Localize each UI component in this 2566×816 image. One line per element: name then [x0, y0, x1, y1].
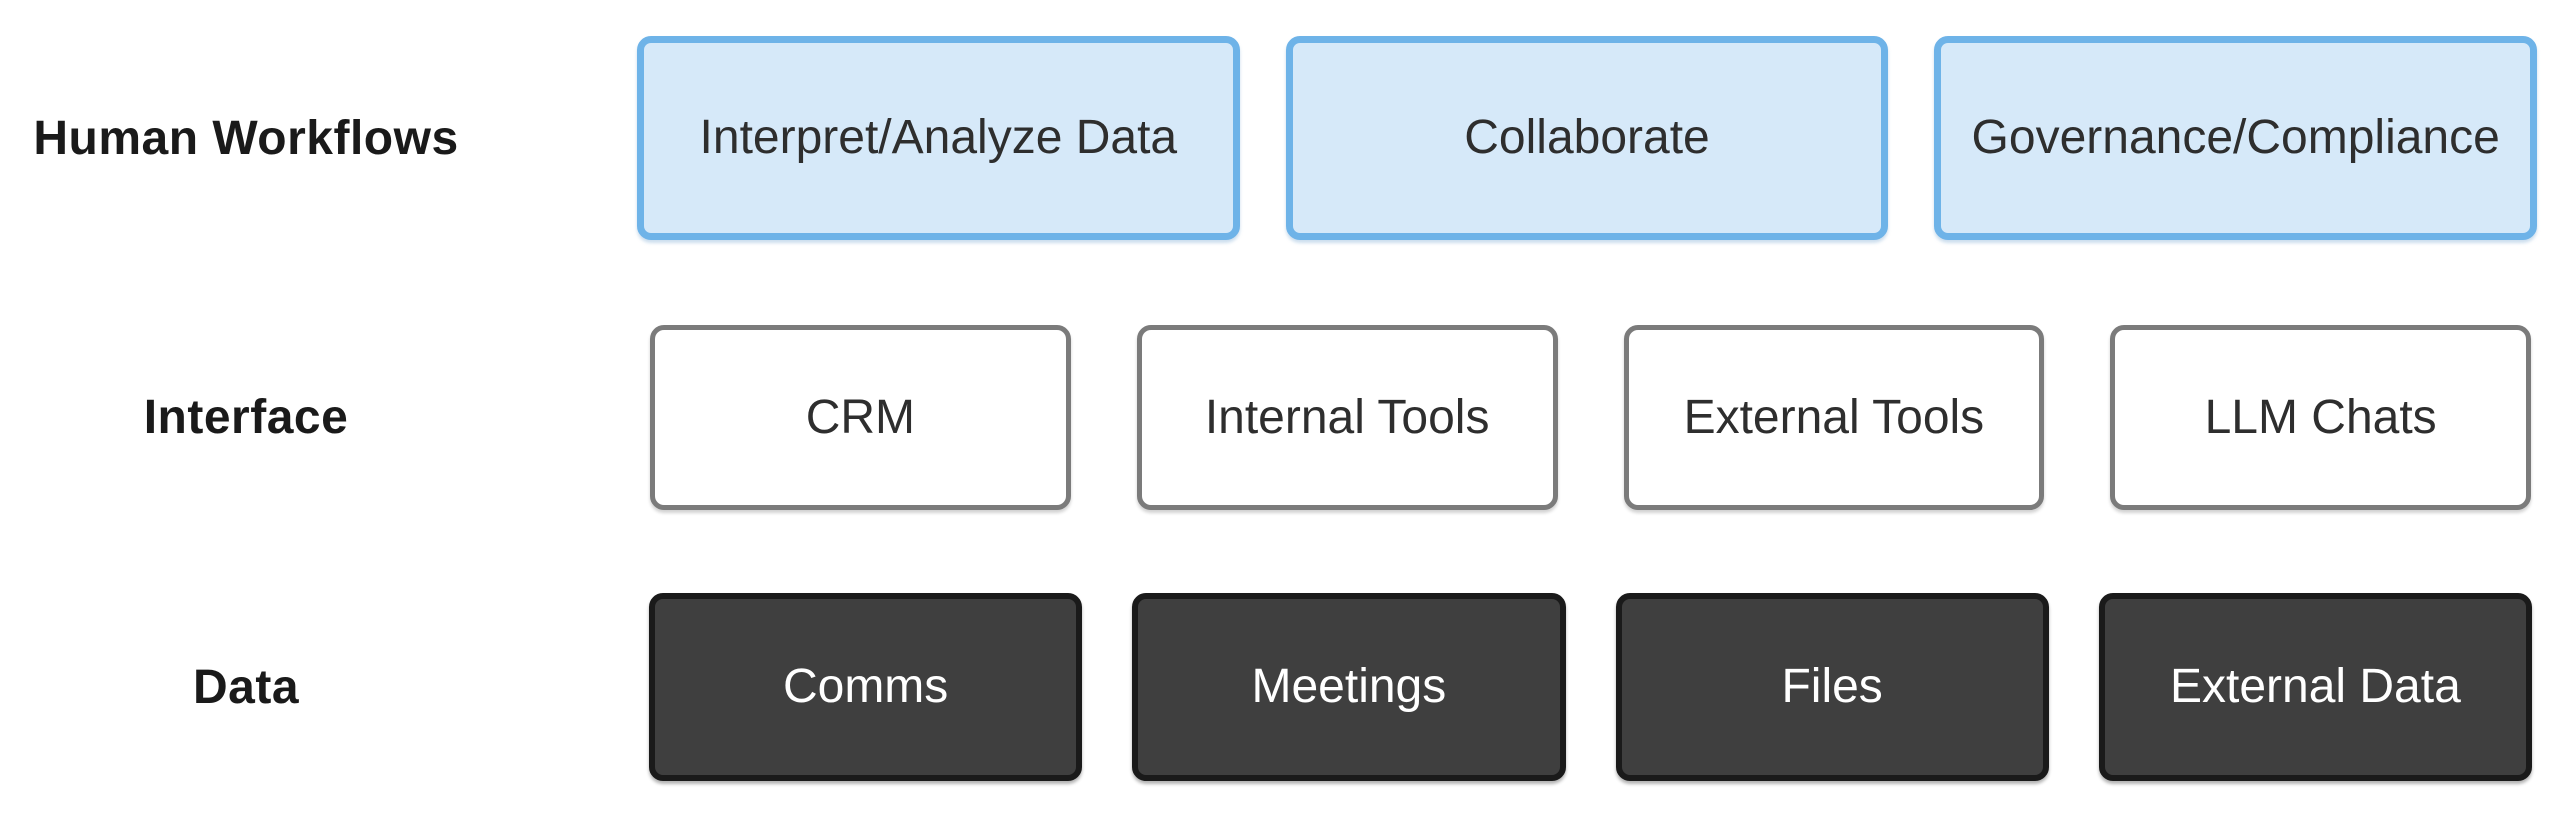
box-interpret-analyze-data: Interpret/Analyze Data [637, 36, 1240, 240]
box-external-data: External Data [2098, 593, 2532, 781]
box-llm-chats: LLM Chats [2110, 325, 2531, 510]
box-crm: CRM [650, 325, 1071, 510]
box-governance-compliance-label: Governance/Compliance [1971, 111, 2500, 165]
data-boxes: Comms Meetings Files External Data [649, 593, 2532, 781]
box-collaborate-label: Collaborate [1464, 111, 1710, 165]
box-internal-tools: Internal Tools [1136, 325, 1558, 510]
box-governance-compliance: Governance/Compliance [1934, 36, 2538, 240]
box-files-label: Files [1781, 660, 1883, 714]
box-llm-chats-label: LLM Chats [2204, 390, 2437, 444]
box-crm-label: CRM [805, 390, 916, 444]
human-workflows-row: Human Workflows Interpret/Analyze Data C… [0, 36, 2566, 240]
box-external-tools-label: External Tools [1683, 390, 1985, 444]
row-label-human-workflows: Human Workflows [33, 111, 459, 165]
box-comms-label: Comms [782, 660, 949, 714]
data-row: Data Comms Meetings Files External Data [0, 593, 2566, 781]
box-external-tools: External Tools [1623, 325, 2045, 510]
box-comms: Comms [649, 593, 1083, 781]
row-label-data: Data [192, 660, 300, 714]
interface-row: Interface CRM Internal Tools External To… [0, 325, 2566, 510]
box-files: Files [1615, 593, 2049, 781]
box-internal-tools-label: Internal Tools [1204, 390, 1490, 444]
box-meetings: Meetings [1132, 593, 1566, 781]
box-interpret-analyze-data-label: Interpret/Analyze Data [699, 111, 1178, 165]
box-external-data-label: External Data [2169, 660, 2461, 714]
row-label-interface: Interface [143, 391, 349, 444]
interface-boxes: CRM Internal Tools External Tools LLM Ch… [650, 325, 2531, 510]
human-workflows-boxes: Interpret/Analyze Data Collaborate Gover… [637, 36, 2538, 240]
box-collaborate: Collaborate [1285, 36, 1889, 240]
box-meetings-label: Meetings [1251, 660, 1447, 714]
